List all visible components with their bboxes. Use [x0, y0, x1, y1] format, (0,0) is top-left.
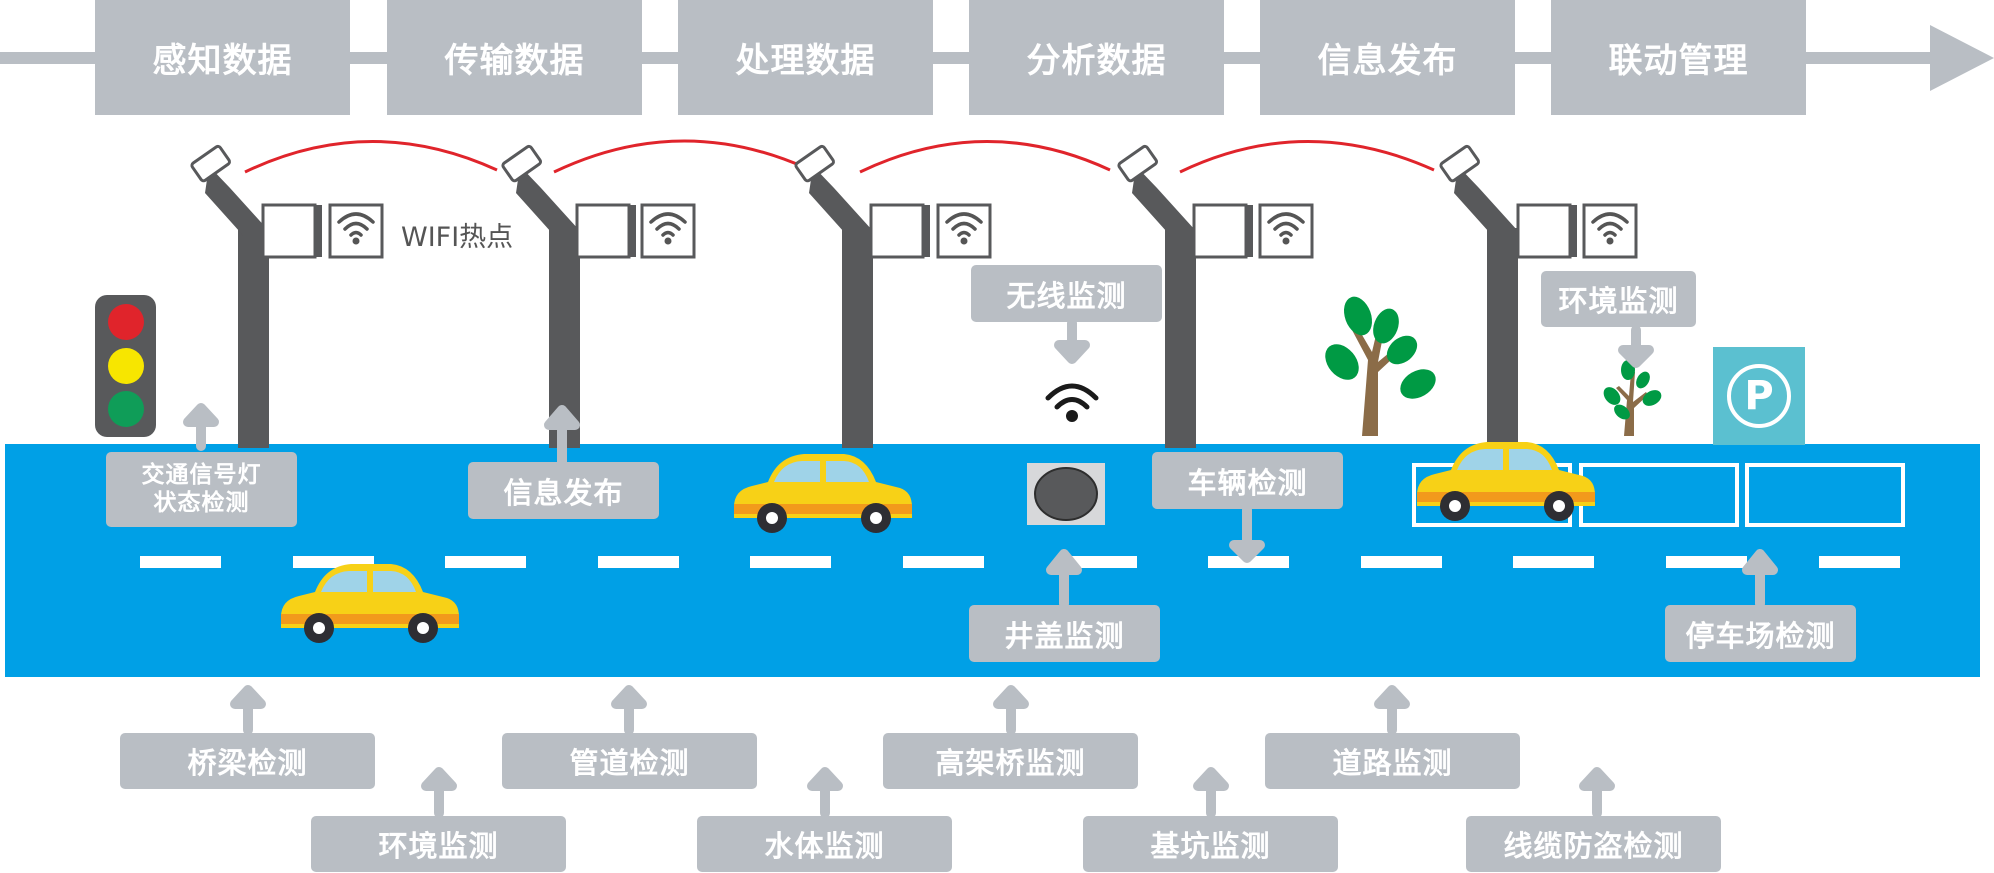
- bridge-detection-label: 桥梁检测: [120, 733, 375, 789]
- traffic-light-icon: [95, 295, 156, 437]
- water-monitoring-label: 水体监测: [697, 816, 952, 872]
- process-arrow-head: [1930, 25, 1994, 91]
- wireless-signal-icon: [1045, 383, 1099, 422]
- up-arrow: [1374, 685, 1410, 735]
- up-arrow: [807, 767, 843, 818]
- vehicle-detection-label: 车辆检测: [1152, 452, 1343, 509]
- wireless-monitoring-label: 无线监测: [971, 265, 1162, 322]
- lane-dash: [1666, 556, 1747, 568]
- tree-icon: [1325, 296, 1436, 436]
- up-arrow: [993, 685, 1029, 735]
- link-arc: [1179, 140, 1435, 174]
- stage-publish-info: 信息发布: [1260, 0, 1515, 115]
- wifi-hotspot-label: WIFI热点: [401, 222, 514, 253]
- stage-transmit-data: 传输数据: [387, 0, 642, 115]
- car-icon: [1417, 442, 1595, 521]
- pipeline-detection-label: 管道检测: [502, 733, 757, 789]
- parking-sign-icon: P: [1713, 347, 1805, 445]
- smart-pole: [794, 144, 992, 448]
- up-arrow: [1193, 767, 1229, 818]
- stage-process-data: 处理数据: [678, 0, 933, 115]
- up-arrow: [1742, 549, 1778, 609]
- lane-dash: [140, 556, 221, 568]
- stage-sense-data: 感知数据: [95, 0, 350, 115]
- lane-dash: [1513, 556, 1594, 568]
- lane-dash: [1819, 556, 1900, 568]
- lane-dash: [445, 556, 526, 568]
- parking-detection-label: 停车场检测: [1665, 605, 1856, 662]
- link-arc: [553, 139, 807, 174]
- info-release-label: 信息发布: [468, 462, 659, 519]
- stage-linkage-management: 联动管理: [1551, 0, 1806, 115]
- car-icon: [281, 564, 459, 643]
- manhole-monitoring-label: 井盖监测: [969, 605, 1160, 662]
- elevated-bridge-monitoring-label: 高架桥监测: [883, 733, 1138, 789]
- link-arc: [859, 140, 1111, 174]
- traffic-signal-label: 交通信号灯 状态检测: [106, 452, 297, 527]
- lane-dash: [598, 556, 679, 568]
- smart-pole: [501, 144, 696, 448]
- lane-dash: [903, 556, 984, 568]
- down-arrow: [1054, 318, 1090, 364]
- manhole-cover-icon: [1027, 463, 1105, 525]
- up-arrow: [611, 685, 647, 735]
- lane-dash: [750, 556, 831, 568]
- up-arrow: [421, 767, 457, 818]
- car-icon: [734, 454, 912, 533]
- cable-antitheft-detection-label: 线缆防盗检测: [1466, 816, 1721, 872]
- down-arrow: [1618, 325, 1654, 368]
- up-arrow: [1579, 767, 1615, 818]
- smart-pole: [190, 144, 384, 448]
- smart-pole: [1117, 144, 1314, 448]
- smart-pole: [1439, 144, 1638, 448]
- up-arrow: [183, 403, 219, 451]
- stage-analyze-data: 分析数据: [969, 0, 1224, 115]
- parking-bay: [1745, 463, 1905, 527]
- environment-monitoring-bottom-label: 环境监测: [311, 816, 566, 872]
- environment-monitoring-label: 环境监测: [1541, 271, 1696, 327]
- road-monitoring-label: 道路监测: [1265, 733, 1520, 789]
- up-arrow: [544, 405, 580, 467]
- up-arrow: [230, 685, 266, 735]
- foundation-pit-monitoring-label: 基坑监测: [1083, 816, 1338, 872]
- link-arc: [244, 140, 498, 174]
- parking-sign-letter: P: [1727, 364, 1791, 428]
- small-tree-icon: [1603, 360, 1662, 436]
- up-arrow: [1046, 549, 1082, 609]
- lane-dash: [1361, 556, 1442, 568]
- down-arrow: [1229, 505, 1265, 563]
